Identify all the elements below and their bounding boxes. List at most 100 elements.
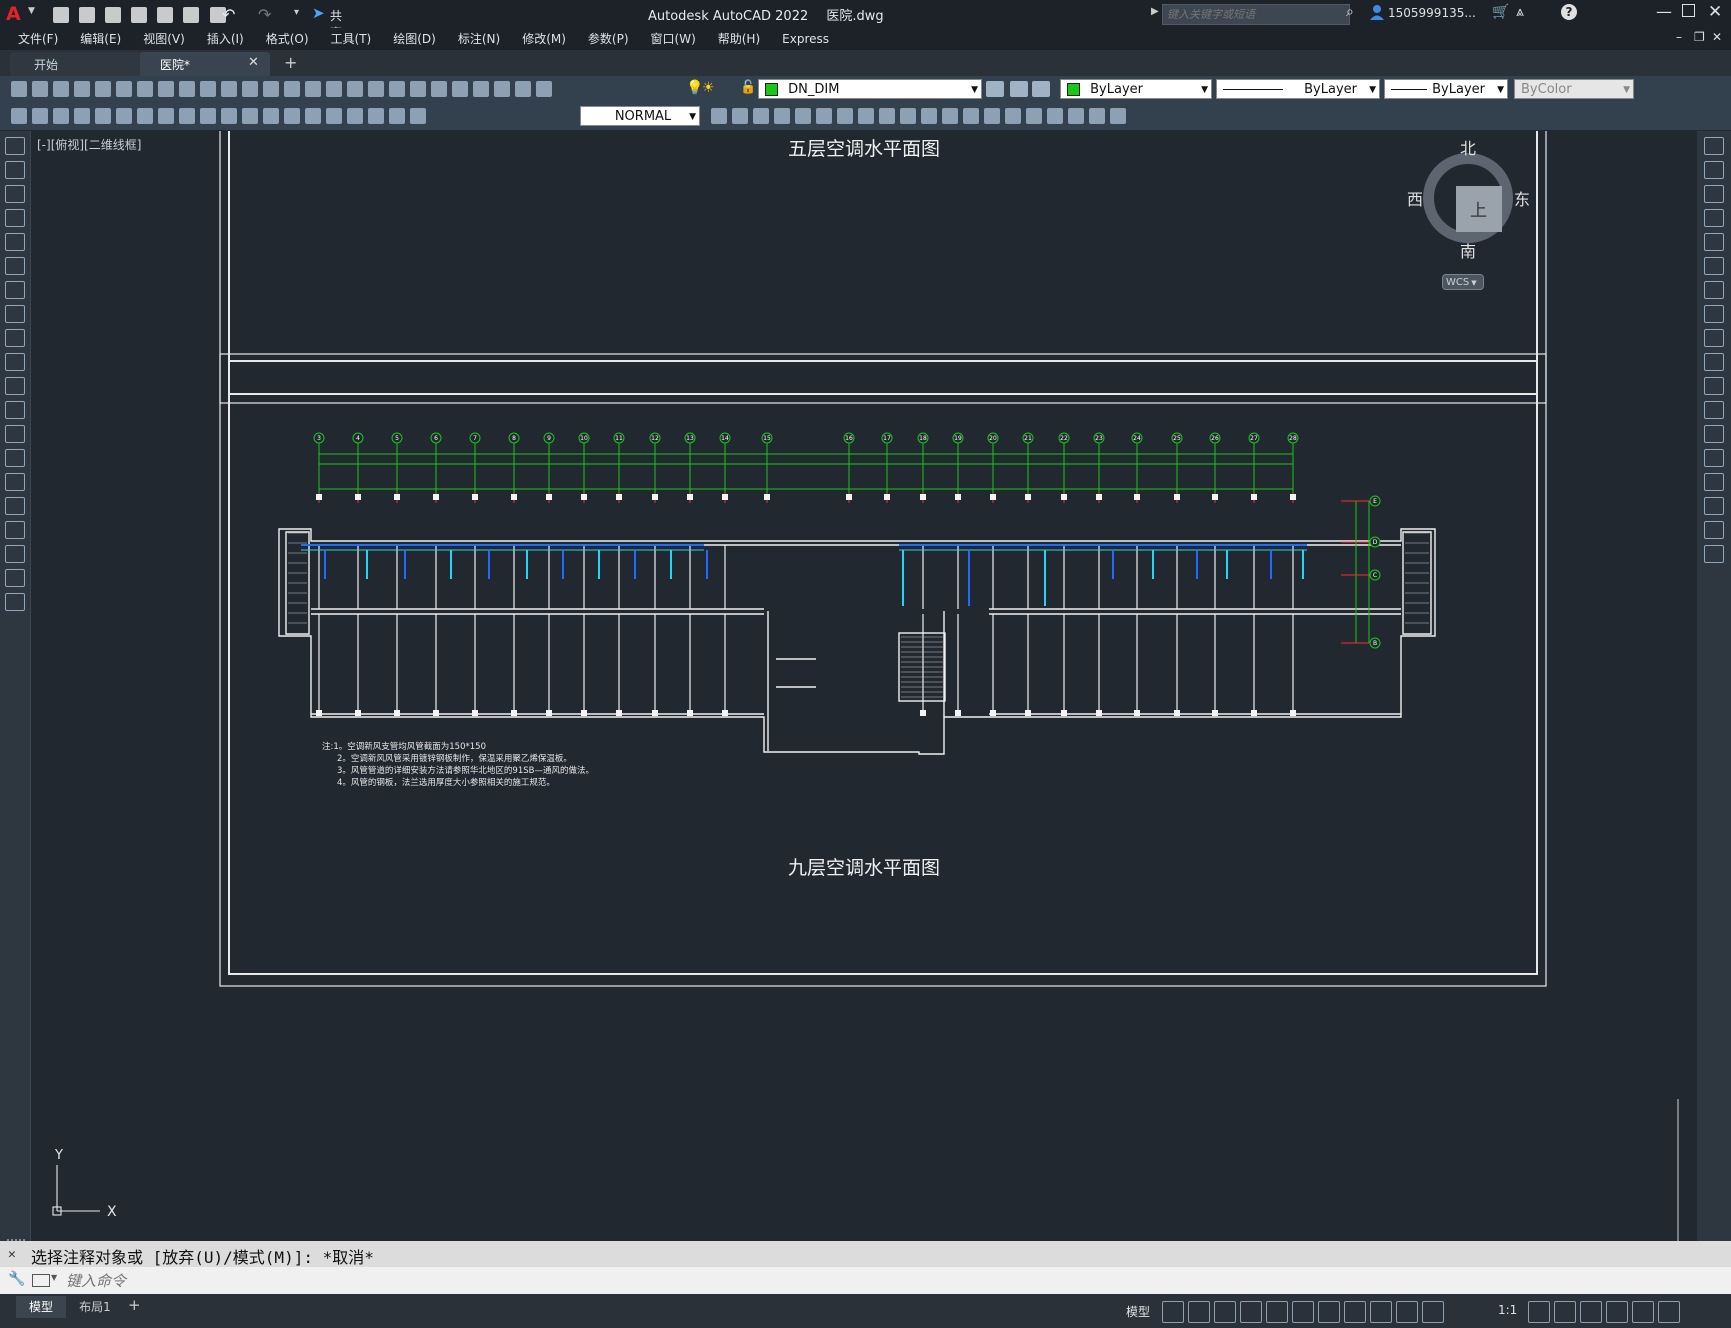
compass-north[interactable]: 北 <box>1460 139 1477 158</box>
doc-restore-icon[interactable]: ❐ <box>1694 30 1705 44</box>
copy-object-icon[interactable] <box>1704 161 1724 179</box>
menu-help[interactable]: 帮助(H) <box>717 32 761 46</box>
qopen-icon[interactable] <box>32 81 48 97</box>
search-input[interactable] <box>1162 4 1350 25</box>
menu-insert[interactable]: 插入(I) <box>206 32 244 46</box>
add-selected-icon[interactable] <box>5 593 25 611</box>
layer-previous-icon[interactable] <box>1032 81 1050 97</box>
menu-express[interactable]: Express <box>782 32 829 46</box>
make-block-icon[interactable] <box>5 425 25 443</box>
spline-icon[interactable] <box>5 329 25 347</box>
command-menu-icon[interactable] <box>32 1274 50 1287</box>
annotation-scale[interactable]: 1:1 <box>1498 1303 1518 1317</box>
qsave-icon[interactable] <box>53 81 69 97</box>
zoom-window-icon[interactable] <box>347 81 363 97</box>
isolate-objects-icon[interactable] <box>1580 1301 1602 1323</box>
plotstyle-dropdown[interactable]: ByColor ▼ <box>1514 79 1634 99</box>
publish-icon[interactable] <box>116 81 132 97</box>
dim-break-icon[interactable] <box>263 108 279 124</box>
customize-icon[interactable] <box>1658 1301 1680 1323</box>
mtext-icon[interactable] <box>5 569 25 587</box>
help-icon[interactable]: ? <box>1561 4 1577 20</box>
annotation-plus-icon[interactable] <box>1554 1301 1576 1323</box>
extend-icon[interactable] <box>1704 377 1724 395</box>
dimstyle-icon[interactable] <box>711 108 727 124</box>
user-name[interactable]: 1505999135... <box>1388 6 1476 20</box>
frame-icon[interactable] <box>1068 108 1084 124</box>
customize-qat-icon[interactable]: ▾ <box>294 7 300 18</box>
join-icon[interactable] <box>1704 449 1724 467</box>
table-icon[interactable] <box>5 545 25 563</box>
clean-screen-icon[interactable] <box>1632 1301 1654 1323</box>
region-icon[interactable] <box>5 521 25 539</box>
construction-line-icon[interactable] <box>5 161 25 179</box>
new-tab-icon[interactable]: + <box>284 53 298 72</box>
snap-toggle-icon[interactable] <box>1188 1301 1210 1323</box>
menu-tools[interactable]: 工具(T) <box>330 32 372 46</box>
clip-icon[interactable] <box>1047 108 1063 124</box>
array-icon[interactable] <box>1704 233 1724 251</box>
linear-dim-icon[interactable] <box>11 108 27 124</box>
chamfer-icon[interactable] <box>1704 473 1724 491</box>
jogged-linear-icon[interactable] <box>347 108 363 124</box>
quick-dim-icon[interactable] <box>179 108 195 124</box>
paste-icon[interactable] <box>200 81 216 97</box>
tool-palettes-icon[interactable] <box>431 81 447 97</box>
autodesk-app-icon[interactable]: ⩓ <box>1516 4 1524 20</box>
search-expand-icon[interactable]: ▶ <box>1151 6 1159 17</box>
tab-close-icon[interactable]: ✕ <box>248 55 259 70</box>
tolerance-icon[interactable] <box>284 108 300 124</box>
zoom-realtime-icon[interactable] <box>326 81 342 97</box>
doc-close-icon[interactable]: ✕ <box>1712 30 1723 44</box>
print-preview-icon[interactable] <box>95 81 111 97</box>
workspace-gear-icon[interactable] <box>1528 1301 1550 1323</box>
model-space-toggle[interactable]: 模型 <box>1126 1305 1151 1319</box>
tab-layout1[interactable]: 布局1 <box>70 1296 120 1318</box>
dimstyle-dropdown[interactable]: NORMAL ▼ <box>580 106 700 126</box>
plot-icon[interactable] <box>209 7 226 23</box>
trim-icon[interactable] <box>1704 353 1724 371</box>
polygon-icon[interactable] <box>5 209 25 227</box>
compass-east[interactable]: 东 <box>1514 190 1531 209</box>
command-menu-arrow-icon[interactable]: ▼ <box>51 1273 58 1282</box>
change-layer-icon[interactable] <box>963 108 979 124</box>
open-web-icon[interactable] <box>157 7 174 23</box>
arc-icon[interactable] <box>5 257 25 275</box>
tab-start[interactable]: 开始 <box>10 52 146 76</box>
layer-freeze-icon[interactable] <box>774 108 790 124</box>
sheet-set-icon[interactable] <box>452 81 468 97</box>
layer-lock-icon[interactable]: 🔓 <box>740 80 757 95</box>
layer-properties-icon[interactable] <box>536 81 552 97</box>
revcloud-icon[interactable] <box>5 305 25 323</box>
wrench-icon[interactable]: 🔧 <box>8 1271 26 1287</box>
layer-bulb-icon[interactable]: 💡 <box>686 80 704 96</box>
menu-draw[interactable]: 绘图(D) <box>393 32 436 46</box>
command-input[interactable] <box>64 1269 1708 1293</box>
new-icon[interactable] <box>53 7 69 23</box>
xref-icon[interactable] <box>984 108 1000 124</box>
lineweight-toggle-icon[interactable] <box>1344 1301 1366 1323</box>
tab-model[interactable]: 模型 <box>16 1296 66 1318</box>
ortho-toggle-icon[interactable] <box>1214 1301 1236 1323</box>
menu-parametric[interactable]: 参数(P) <box>587 32 629 46</box>
dim-update-icon[interactable] <box>410 108 426 124</box>
copy-to-layer-icon[interactable] <box>921 108 937 124</box>
app-menu-arrow-icon[interactable]: ▼ <box>28 6 35 16</box>
jogged-dim-icon[interactable] <box>116 108 132 124</box>
zoom-previous-icon[interactable] <box>368 81 384 97</box>
search-icon[interactable]: ⌕ <box>1346 4 1354 20</box>
erase-icon[interactable] <box>1704 137 1724 155</box>
circle-icon[interactable] <box>5 281 25 299</box>
open-icon[interactable] <box>79 7 96 23</box>
radius-dim-icon[interactable] <box>95 108 111 124</box>
inspect-icon[interactable] <box>326 108 342 124</box>
blend-icon[interactable] <box>1704 521 1724 539</box>
lineweight-dropdown[interactable]: ByLayer ▼ <box>1384 79 1508 99</box>
user-icon[interactable] <box>1370 4 1384 20</box>
save-icon[interactable] <box>105 7 122 23</box>
layer-sun-icon[interactable]: ☀ <box>702 80 715 96</box>
polar-toggle-icon[interactable] <box>1240 1301 1262 1323</box>
tab-hospital[interactable]: 医院* ✕ <box>140 52 270 76</box>
undo-list-icon[interactable] <box>263 81 279 97</box>
